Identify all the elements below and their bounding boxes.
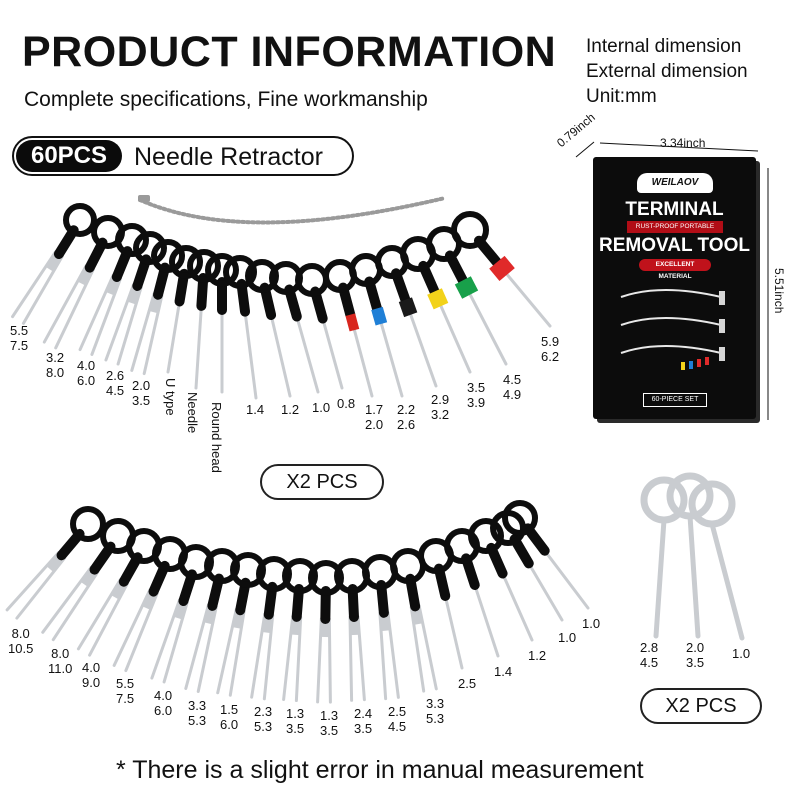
box-subtitle: RUST-PROOF PORTABLE	[627, 221, 723, 233]
row1-label-8: 1.0	[312, 400, 331, 415]
box-width-label: 3.34inch	[660, 136, 706, 150]
ring-tool-3	[688, 480, 745, 641]
badge-count: 60PCS	[16, 140, 122, 172]
row1-label-needle: Needle	[185, 392, 200, 434]
row2-tool-1	[5, 506, 106, 620]
page-subtitle: Complete specifications, Fine workmanshi…	[24, 88, 428, 111]
row1-tool-4	[104, 231, 167, 366]
row1-tool-17	[426, 226, 508, 366]
row2-tool-13	[390, 548, 438, 693]
row1-tool-6	[166, 245, 203, 374]
row1-label-7: 1.2	[281, 402, 300, 417]
row1-tool-12	[295, 263, 344, 390]
ring-tools	[640, 472, 745, 641]
row1-label-9: 0.8	[337, 396, 356, 411]
row1-tool-18	[451, 211, 552, 328]
row2-label-16: 1.2	[528, 648, 547, 663]
row1-label-round-head: Round head	[209, 402, 224, 473]
row1-tool-9	[223, 255, 258, 400]
box-tools-graphic	[620, 289, 725, 370]
row1-quantity-pill: X2 PCS	[260, 464, 384, 500]
row1-tool-8	[205, 253, 239, 394]
box-title-line2: REMOVAL TOOL	[599, 235, 750, 256]
product-box: WEILAOV TERMINAL RUST-PROOF PORTABLE REM…	[593, 157, 756, 419]
row1-label-6: 1.4	[246, 402, 265, 417]
legend-external: External dimension	[586, 61, 748, 82]
row2-tool-12	[362, 554, 400, 701]
ring-tool-1	[640, 476, 688, 639]
legend-internal: Internal dimension	[586, 36, 742, 57]
ring-tool-2	[666, 472, 714, 639]
row2-label-17: 1.0	[558, 630, 577, 645]
row1-tool-1	[11, 203, 97, 325]
footnote: * There is a slight error in manual meas…	[116, 756, 644, 784]
product-badge: 60PCS Needle Retractor	[12, 136, 354, 176]
row2-tool-18	[502, 500, 590, 610]
row2-tools	[5, 500, 590, 704]
row1-tool-14	[349, 253, 404, 398]
row1-tool-7	[187, 249, 221, 390]
legend-unit: Unit:mm	[586, 86, 657, 107]
page-title: PRODUCT INFORMATION	[22, 28, 557, 76]
box-height-label: 5.51inch	[772, 268, 786, 314]
chain-clasp	[138, 195, 150, 202]
row2-label-18: 1.0	[582, 616, 601, 631]
row2-tool-11	[334, 558, 370, 702]
rings-quantity-pill: X2 PCS	[640, 688, 762, 724]
row1-tool-10	[245, 259, 292, 398]
ball-chain	[138, 196, 447, 225]
box-brand: WEILAOV	[637, 173, 713, 193]
ring-label-3: 1.0	[732, 646, 751, 661]
row2-tool-7	[216, 552, 266, 697]
row2-tool-9	[282, 558, 318, 703]
box-set-label: 60-PIECE SET	[643, 393, 707, 407]
row2-tool-3	[76, 528, 162, 657]
row1-tools	[11, 203, 552, 400]
row2-tool-16	[468, 518, 534, 642]
row1-tool-5	[130, 239, 185, 376]
row2-tool-10	[308, 560, 344, 704]
row2-tool-6	[184, 548, 240, 694]
row2-tool-8	[250, 556, 292, 701]
box-dimension-arrows	[575, 141, 769, 420]
box-title-line1: TERMINAL	[625, 199, 724, 220]
row1-tool-3	[78, 223, 149, 356]
box-material-badge: EXCELLENT MATERIAL	[639, 259, 711, 280]
row2-label-15: 1.4	[494, 664, 513, 679]
row1-label-u-type: U type	[163, 378, 178, 416]
row2-label-14: 2.5	[458, 676, 477, 691]
row1-tool-11	[269, 261, 320, 394]
row2-tool-5	[150, 544, 214, 684]
badge-label: Needle Retractor	[134, 143, 323, 171]
